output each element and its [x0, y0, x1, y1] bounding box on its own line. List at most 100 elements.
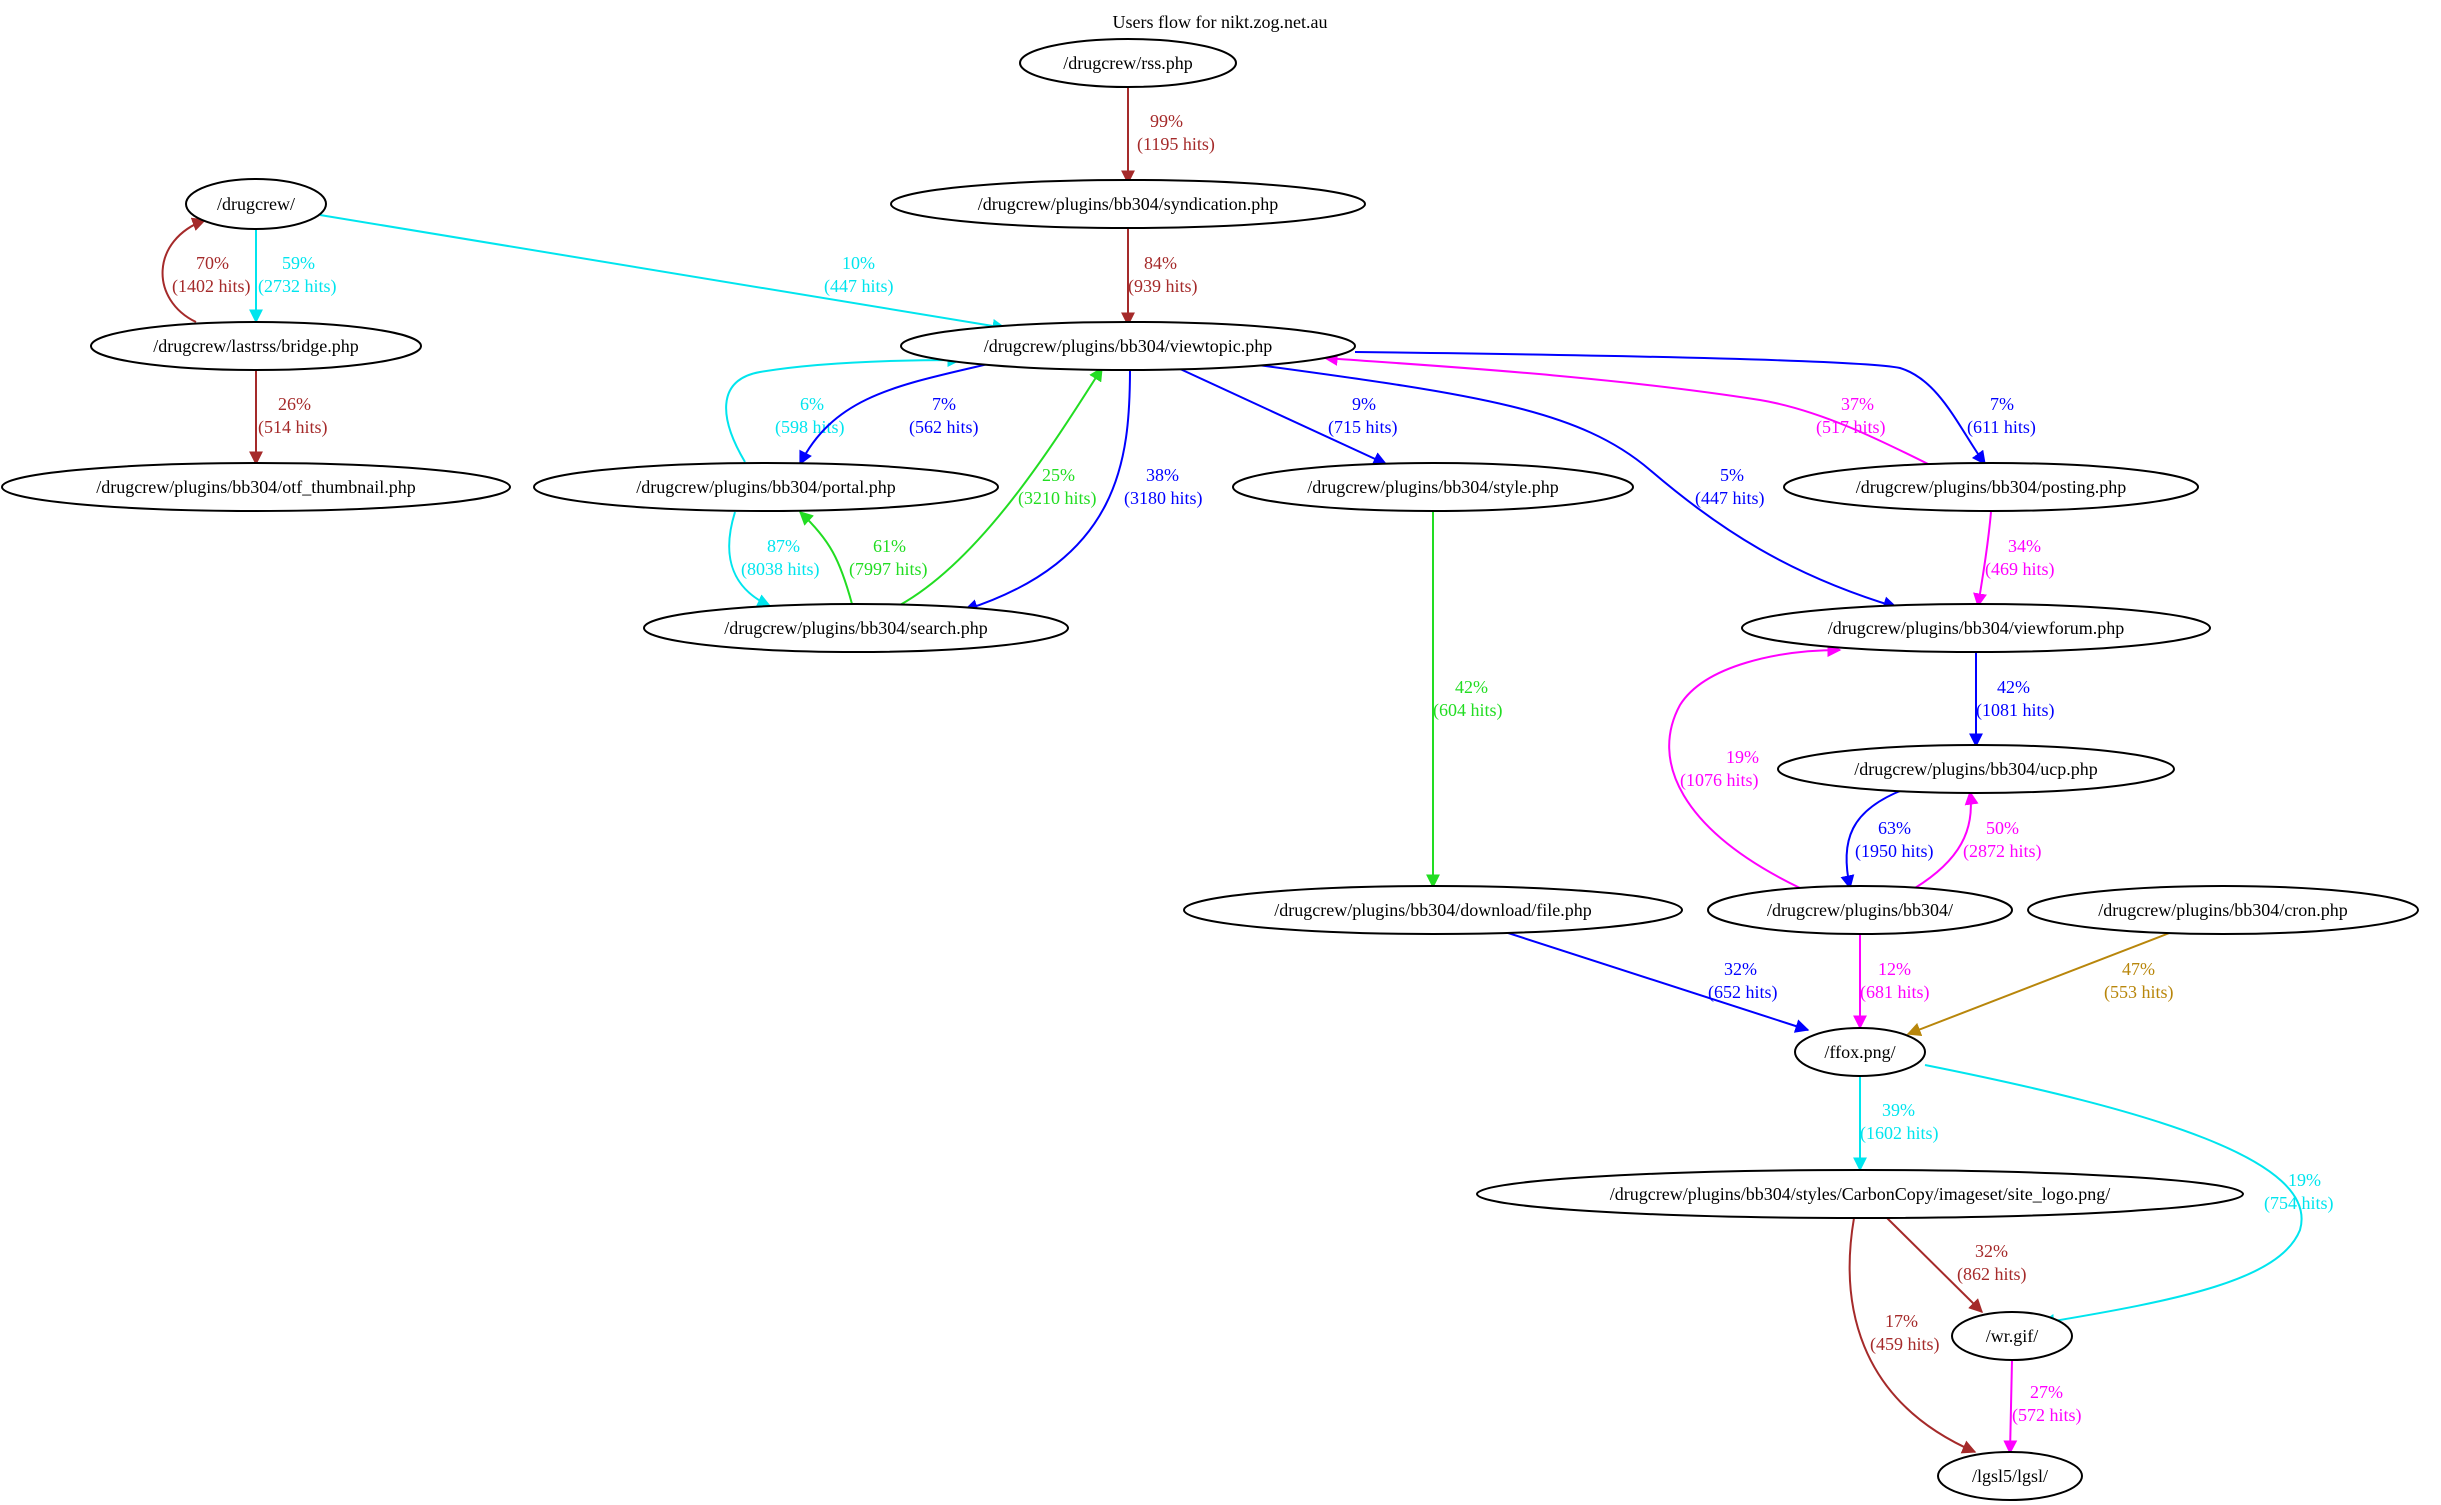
node-style[interactable]: /drugcrew/plugins/bb304/style.php [1232, 462, 1634, 512]
edge-pct: 12% [1878, 959, 1911, 979]
svg-text:/drugcrew/plugins/bb304/style.: /drugcrew/plugins/bb304/style.php [1307, 477, 1558, 497]
svg-text:/drugcrew/plugins/bb304/: /drugcrew/plugins/bb304/ [1767, 900, 1953, 920]
svg-text:/drugcrew/lastrss/bridge.php: /drugcrew/lastrss/bridge.php [153, 336, 358, 356]
edge-viewtopic-style: 9% (715 hits) [1177, 367, 1398, 466]
edge-hits: (447 hits) [824, 276, 894, 297]
node-cron[interactable]: /drugcrew/plugins/bb304/cron.php [2027, 885, 2419, 935]
edge-hits: (2732 hits) [258, 276, 337, 297]
edge-viewtopic-search: 38% (3180 hits) [963, 367, 1203, 613]
edge-hits: (469 hits) [1985, 559, 2055, 580]
edge-hits: (1076 hits) [1680, 770, 1759, 791]
edge-bridge-otf: 26% (514 hits) [249, 370, 328, 466]
edge-bridge-drugcrew: 70% (1402 hits) [161, 217, 251, 323]
svg-text:/drugcrew/plugins/bb304/downlo: /drugcrew/plugins/bb304/download/file.ph… [1274, 900, 1591, 920]
node-ffox[interactable]: /ffox.png/ [1794, 1027, 1926, 1077]
edge-search-viewtopic: 25% (3210 hits) [899, 366, 1103, 606]
node-rss[interactable]: /drugcrew/rss.php [1019, 38, 1237, 88]
edge-pct: 6% [800, 394, 824, 414]
edge-sitelogo-wrgif: 32% (862 hits) [1886, 1217, 2027, 1313]
edge-style-download: 42% (604 hits) [1426, 512, 1503, 889]
edge-hits: (1195 hits) [1137, 134, 1215, 155]
svg-text:/drugcrew/: /drugcrew/ [217, 194, 295, 214]
edge-cron-ffox: 47% (553 hits) [1906, 931, 2174, 1036]
edge-pct: 39% [1882, 1100, 1915, 1120]
node-ucp[interactable]: /drugcrew/plugins/bb304/ucp.php [1777, 744, 2175, 794]
node-download-file[interactable]: /drugcrew/plugins/bb304/download/file.ph… [1183, 885, 1683, 935]
edge-hits: (1402 hits) [172, 276, 251, 297]
node-otf-thumbnail[interactable]: /drugcrew/plugins/bb304/otf_thumbnail.ph… [1, 462, 511, 512]
edge-pct: 9% [1352, 394, 1376, 414]
svg-text:/drugcrew/plugins/bb304/viewto: /drugcrew/plugins/bb304/viewtopic.php [984, 336, 1272, 356]
node-drugcrew[interactable]: /drugcrew/ [185, 178, 327, 230]
edge-hits: (604 hits) [1433, 700, 1503, 721]
edge-hits: (715 hits) [1328, 417, 1398, 438]
edge-drugcrew-viewtopic: 10% (447 hits) [319, 214, 1007, 333]
edge-pct: 7% [932, 394, 956, 414]
svg-text:/wr.gif/: /wr.gif/ [1986, 1326, 2039, 1346]
edge-ucp-bb304: 63% (1950 hits) [1840, 788, 1934, 890]
node-syndication[interactable]: /drugcrew/plugins/bb304/syndication.php [890, 179, 1366, 229]
svg-text:/drugcrew/plugins/bb304/otf_th: /drugcrew/plugins/bb304/otf_thumbnail.ph… [96, 477, 415, 497]
node-site-logo[interactable]: /drugcrew/plugins/bb304/styles/CarbonCop… [1476, 1169, 2244, 1219]
node-viewtopic[interactable]: /drugcrew/plugins/bb304/viewtopic.php [900, 321, 1356, 371]
edge-hits: (572 hits) [2012, 1405, 2082, 1426]
edge-ffox-wrgif: 19% (754 hits) [1924, 1064, 2334, 1328]
edge-portal-viewtopic: 6% (598 hits) [725, 353, 962, 463]
edge-hits: (1081 hits) [1976, 700, 2055, 721]
edge-posting-viewforum: 34% (469 hits) [1973, 511, 2055, 608]
edge-pct: 63% [1878, 818, 1911, 838]
edge-pct: 42% [1997, 677, 2030, 697]
edge-hits: (681 hits) [1860, 982, 1930, 1003]
svg-text:/drugcrew/plugins/bb304/syndic: /drugcrew/plugins/bb304/syndication.php [978, 194, 1278, 214]
edge-bb304-ffox: 12% (681 hits) [1853, 932, 1930, 1030]
edge-syndication-viewtopic: 84% (939 hits) [1121, 228, 1198, 327]
edge-hits: (3210 hits) [1018, 488, 1097, 509]
node-viewforum[interactable]: /drugcrew/plugins/bb304/viewforum.php [1741, 603, 2211, 653]
edge-hits: (598 hits) [775, 417, 845, 438]
node-portal[interactable]: /drugcrew/plugins/bb304/portal.php [533, 462, 999, 512]
svg-text:/drugcrew/rss.php: /drugcrew/rss.php [1063, 53, 1192, 73]
edge-hits: (1602 hits) [1860, 1123, 1939, 1144]
svg-text:/ffox.png/: /ffox.png/ [1824, 1042, 1895, 1062]
edge-hits: (562 hits) [909, 417, 979, 438]
node-posting[interactable]: /drugcrew/plugins/bb304/posting.php [1783, 462, 2199, 512]
edge-rss-syndication: 99% (1195 hits) [1121, 87, 1215, 185]
edge-pct: 37% [1841, 394, 1874, 414]
edge-pct: 42% [1455, 677, 1488, 697]
edge-hits: (2872 hits) [1963, 841, 2042, 862]
edge-pct: 25% [1042, 465, 1075, 485]
edge-pct: 19% [2288, 1170, 2321, 1190]
edge-hits: (3180 hits) [1124, 488, 1203, 509]
svg-text:/drugcrew/plugins/bb304/search: /drugcrew/plugins/bb304/search.php [724, 618, 987, 638]
edge-hits: (7997 hits) [849, 559, 928, 580]
svg-text:/drugcrew/plugins/bb304/postin: /drugcrew/plugins/bb304/posting.php [1856, 477, 2126, 497]
node-wr-gif[interactable]: /wr.gif/ [1951, 1311, 2073, 1361]
svg-text:/drugcrew/plugins/bb304/cron.p: /drugcrew/plugins/bb304/cron.php [2098, 900, 2347, 920]
edge-pct: 84% [1144, 253, 1177, 273]
svg-text:/drugcrew/plugins/bb304/portal: /drugcrew/plugins/bb304/portal.php [636, 477, 895, 497]
edge-hits: (862 hits) [1957, 1264, 2027, 1285]
edge-bb304-viewforum: 19% (1076 hits) [1668, 643, 1842, 889]
edge-hits: (553 hits) [2104, 982, 2174, 1003]
edge-pct: 38% [1146, 465, 1179, 485]
edge-pct: 27% [2030, 1382, 2063, 1402]
edge-pct: 47% [2122, 959, 2155, 979]
edge-portal-search: 87% (8038 hits) [728, 511, 820, 608]
edge-viewtopic-viewforum: 5% (447 hits) [1257, 364, 1898, 611]
node-bridge[interactable]: /drugcrew/lastrss/bridge.php [90, 321, 422, 371]
edge-pct: 87% [767, 536, 800, 556]
edge-hits: (517 hits) [1816, 417, 1886, 438]
node-bb304[interactable]: /drugcrew/plugins/bb304/ [1707, 885, 2013, 935]
edge-viewtopic-portal: 7% (562 hits) [799, 363, 989, 466]
edge-sitelogo-lgsl: 17% (459 hits) [1848, 1217, 1977, 1454]
node-lgsl[interactable]: /lgsl5/lgsl/ [1937, 1451, 2083, 1501]
edge-viewtopic-posting: 7% (611 hits) [1354, 351, 2036, 466]
svg-text:/drugcrew/plugins/bb304/viewfo: /drugcrew/plugins/bb304/viewforum.php [1828, 618, 2124, 638]
edge-download-ffox: 32% (652 hits) [1504, 931, 1810, 1033]
edge-pct: 99% [1150, 111, 1183, 131]
edge-pct: 26% [278, 394, 311, 414]
edge-pct: 70% [196, 253, 229, 273]
edge-hits: (1950 hits) [1855, 841, 1934, 862]
node-search[interactable]: /drugcrew/plugins/bb304/search.php [643, 603, 1069, 653]
